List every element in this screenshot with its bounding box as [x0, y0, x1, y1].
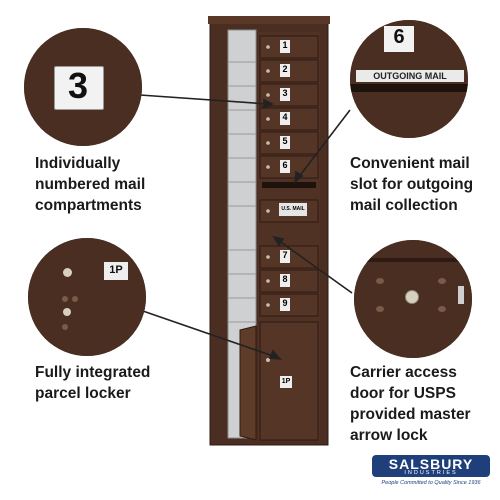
door-number: 7: [280, 250, 290, 263]
outgoing-slot-closeup: [350, 84, 468, 92]
open-door-panel: [239, 325, 257, 441]
rivet-icon: [62, 296, 68, 302]
cabinet-top: [208, 16, 330, 24]
interior-shelves: [228, 61, 256, 323]
feature-carrier-door: Carrier access door for USPS provided ma…: [350, 364, 471, 444]
logo-badge: [372, 455, 490, 477]
door-number: 2: [280, 64, 290, 77]
door-number: 8: [280, 274, 290, 287]
brand-tagline: People Committed to Quality Since 1936: [381, 480, 481, 486]
brand-name: SALSBURY: [388, 456, 474, 472]
door-locks: [266, 45, 270, 362]
door-number: 1: [280, 40, 290, 53]
parcel-label: 1P: [109, 264, 123, 276]
rivet-icon: [438, 278, 446, 284]
callout-carrier-door: [354, 240, 472, 358]
outgoing-label-plate: [356, 70, 464, 82]
feature-parcel-locker: Fully integrated parcel locker: [35, 364, 151, 402]
parcel-door-label: 1P: [280, 376, 292, 388]
salsbury-logo: SALSBURY INDUSTRIES People Committed to …: [372, 455, 490, 495]
lock-icon: [63, 308, 71, 316]
door-number: 5: [280, 136, 290, 149]
feature-numbered-compartments: Individually numbered mail compartments: [35, 155, 146, 214]
door-number: 9: [280, 298, 290, 311]
rivet-icon: [376, 278, 384, 284]
brand-sub: INDUSTRIES: [404, 470, 458, 476]
callout-parcel-locker: 1P: [28, 238, 146, 356]
feature-outgoing-slot: Convenient mail slot for outgoing mail c…: [350, 155, 474, 214]
number-plate: [384, 26, 414, 52]
callout-compartment-number: 3: [24, 28, 142, 146]
outgoing-number-label: 6: [393, 26, 405, 48]
outgoing-mail-label: OUTGOING MAIL: [373, 71, 447, 81]
rivet-icon: [376, 306, 384, 312]
parcel-plate: [104, 262, 128, 280]
lock-icon: [63, 268, 72, 277]
rivet-icon: [62, 324, 68, 330]
door-number: 4: [280, 112, 290, 125]
usps-plate: U.S. MAIL: [279, 203, 307, 216]
hinge: [458, 286, 464, 304]
door-number: 3: [280, 88, 290, 101]
callout-outgoing-mail: 6 OUTGOING MAIL: [350, 20, 468, 138]
arrow-lock-icon: [405, 290, 419, 304]
door-edge: [354, 258, 472, 262]
compartment-number-label: 3: [67, 65, 89, 106]
number-plate: [54, 66, 104, 110]
rivet-icon: [72, 296, 78, 302]
rivet-icon: [438, 306, 446, 312]
outgoing-slot: [262, 182, 316, 188]
door-number: 6: [280, 160, 290, 173]
callout-pointers: [139, 94, 353, 360]
